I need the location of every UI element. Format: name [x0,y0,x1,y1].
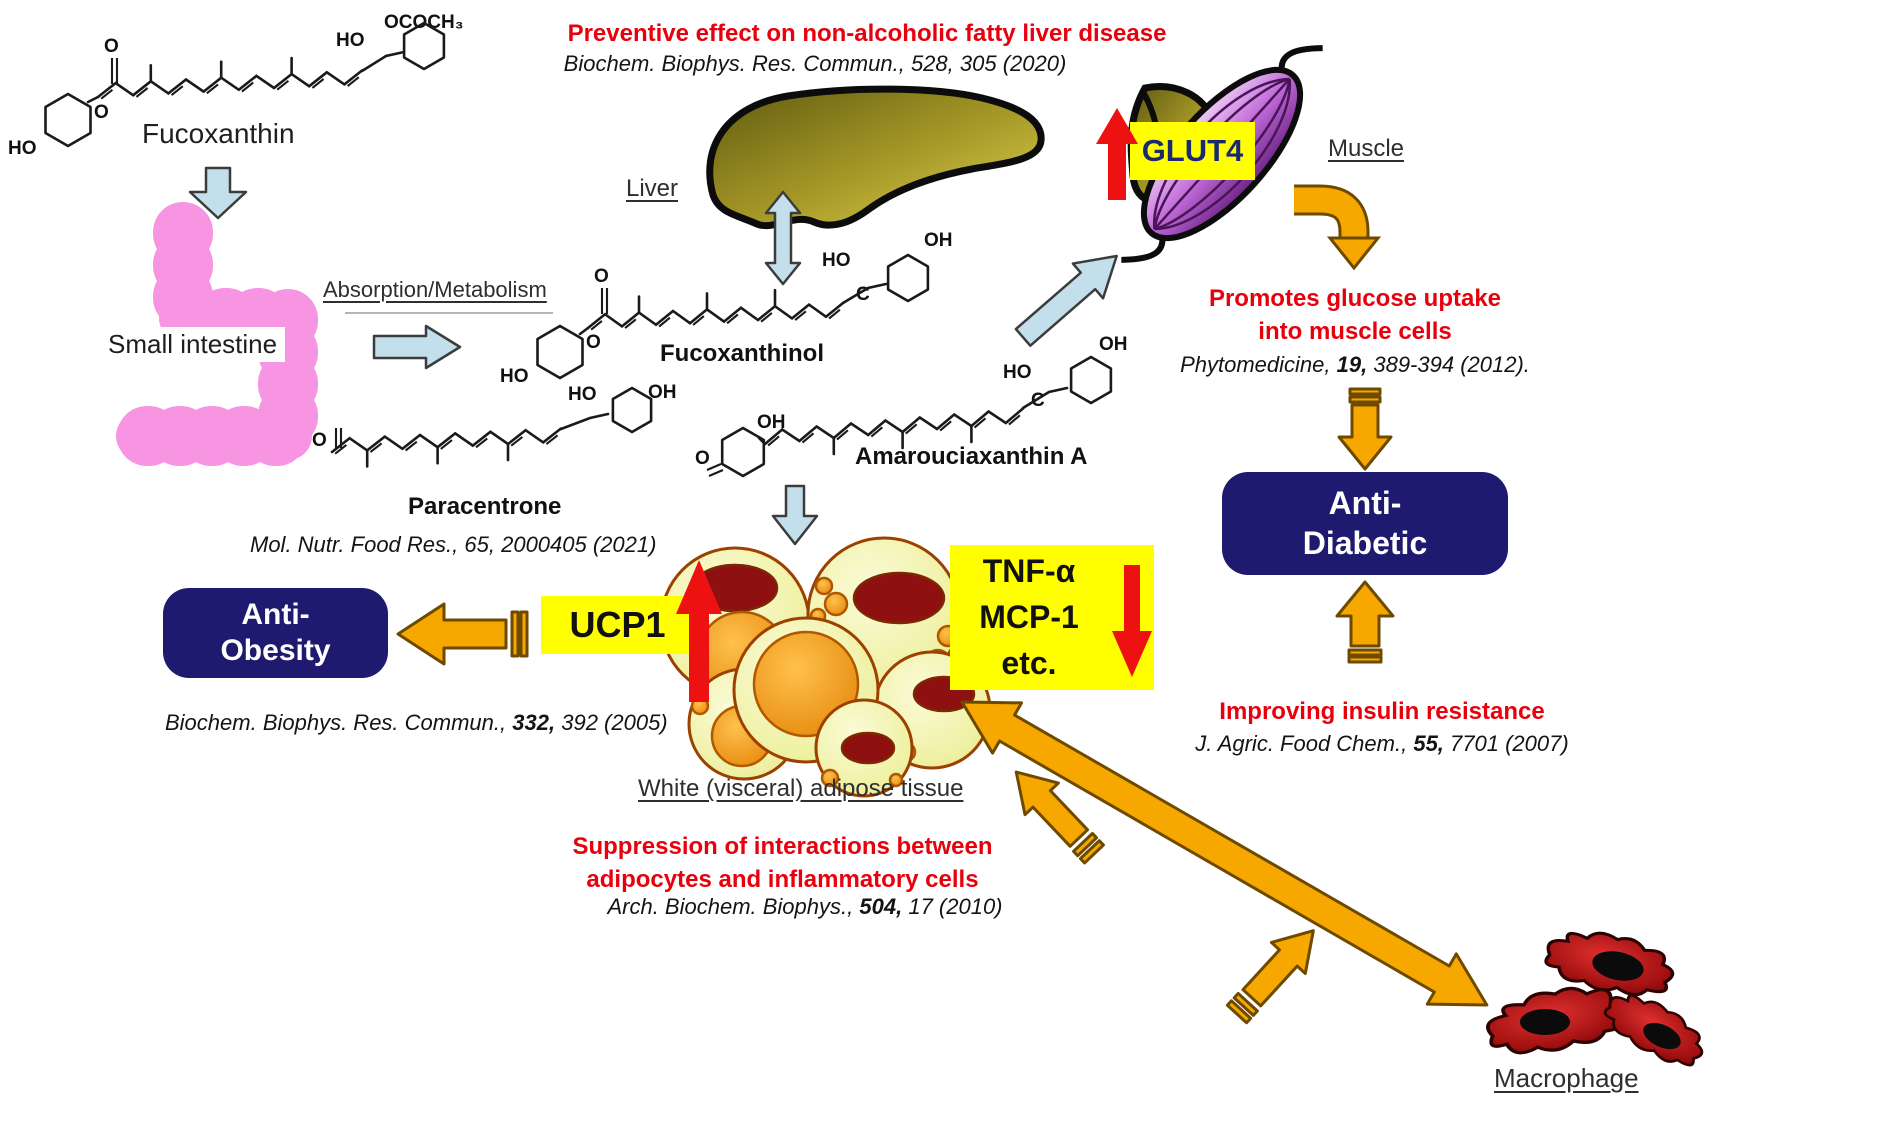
atom-c: C [856,284,870,305]
heading-nafld-effect: Preventive effect on non-alcoholic fatty… [567,20,1167,47]
atom-ho: HO [500,366,529,387]
atom-ho: HO [1003,362,1032,383]
label-liver: Liver [626,175,679,202]
citation-suppression-pages: 17 (2010) [908,894,1003,919]
citation-obesity-pages: 392 (2005) [561,710,668,735]
arrow-ucp1-to-antiobesity [396,602,529,666]
label-amarouciaxanthin: Amarouciaxanthin A [855,443,1088,470]
tnf-mcp1-box: TNF-α MCP-1 etc. [950,545,1154,690]
atom-oh: OH [924,230,953,251]
arrow-down-to-antidiabetic [1337,387,1393,471]
citation-paracentrone-journal: Mol. Nutr. Food Res., [250,532,459,557]
label-fucoxanthin: Fucoxanthin [142,118,295,149]
arrow-to-muscle-diagonal [1014,254,1118,347]
text-glucose-uptake-line1: Promotes glucose uptake [1208,285,1502,312]
atom-ococh3: OCOCH₃ [384,12,464,33]
citation-suppression-volume: 504, [859,894,903,919]
arrow-adipose-macrophage-double [960,700,1489,1007]
atom-ho: HO [336,30,365,51]
absorption-divider-line [345,312,553,314]
citation-nafld-pages: 305 (2020) [959,51,1067,76]
anti-obesity-line2: Obesity [220,634,331,667]
citation-nafld-journal: Biochem. Biophys. Res. Commun., [563,51,905,76]
citation-insulin-volume: 55, [1413,731,1444,756]
label-macrophage: Macrophage [1494,1063,1639,1093]
label-small-intestine: Small intestine [100,327,286,362]
macrophage-illustration [1481,921,1714,1078]
arrow-absorption-right [372,324,462,370]
mcp1-line: MCP-1 [979,599,1079,635]
anti-diabetic-box: Anti- Diabetic [1222,472,1508,575]
atom-oh: OH [757,412,786,433]
anti-obesity-box: Anti- Obesity [163,588,388,678]
arrow-up-to-antidiabetic [1335,580,1395,664]
citation-insulin: J. Agric. Food Chem., 55, 7701 (2007) [1192,731,1572,757]
citation-paracentrone: Mol. Nutr. Food Res., 65, 2000405 (2021) [250,532,656,558]
citation-glucose-journal: Phytomedicine, [1180,352,1331,377]
atom-ho: HO [568,384,597,405]
ucp1-box: UCP1 [541,596,694,654]
label-absorption-metabolism: Absorption/Metabolism [323,277,547,302]
citation-suppression: Arch. Biochem. Biophys., 504, 17 (2010) [560,894,1050,920]
citation-paracentrone-pages: 2000405 (2021) [501,532,657,557]
arrow-suppression-right [1225,929,1315,1025]
label-paracentrone: Paracentrone [408,493,562,520]
text-suppression-line2: adipocytes and inflammatory cells [586,866,979,893]
anti-diabetic-line1: Anti- [1328,485,1402,521]
paracentrone-structure: O HO OH [312,382,677,468]
glut4-box: GLUT4 [1130,122,1255,180]
atom-oh: OH [648,382,677,403]
citation-nafld-volume: 528, [910,51,954,76]
citation-obesity-volume: 332, [512,710,556,735]
citation-glucose-pages: 389-394 (2012). [1373,352,1530,377]
citation-paracentrone-volume: 65, [464,532,495,557]
tnf-line: TNF-α [982,553,1076,589]
text-suppression-line1: Suppression of interactions between [572,833,993,860]
anti-obesity-line1: Anti- [241,598,310,631]
citation-insulin-pages: 7701 (2007) [1450,731,1569,756]
atom-o: O [594,266,609,287]
atom-o: O [695,448,710,469]
text-insulin-resistance: Improving insulin resistance [1219,698,1545,725]
atom-ho: HO [8,138,37,159]
citation-insulin-journal: J. Agric. Food Chem., [1195,731,1408,756]
citation-suppression-journal: Arch. Biochem. Biophys., [607,894,854,919]
adipose-tissue-illustration [659,536,992,798]
label-white-adipose-tissue: White (visceral) adipose tissue [638,775,964,802]
label-muscle: Muscle [1328,135,1405,162]
arrow-muscle-down-curve [1294,184,1382,271]
atom-o: O [586,332,601,353]
text-glucose-uptake-line2: into muscle cells [1258,318,1452,345]
etc-line: etc. [1001,645,1057,681]
text-glucose-uptake: Promotes glucose uptake into muscle cell… [1165,282,1545,348]
atom-o: O [104,36,119,57]
label-fucoxanthinol: Fucoxanthinol [660,340,824,367]
citation-obesity: Biochem. Biophys. Res. Commun., 332, 392… [165,710,668,736]
arrow-fucoxanthin-to-intestine [188,166,248,220]
citation-glucose-volume: 19, [1336,352,1368,377]
citation-obesity-journal: Biochem. Biophys. Res. Commun., [165,710,507,735]
atom-c: C [1031,390,1045,411]
text-suppression: Suppression of interactions between adip… [545,830,1020,896]
atom-oh: OH [1099,334,1128,355]
atom-o: O [312,430,327,451]
citation-nafld: Biochem. Biophys. Res. Commun., 528, 305… [505,51,1125,77]
arrow-liver-fucoxanthinol-double [764,190,802,286]
citation-glucose: Phytomedicine, 19, 389-394 (2012). [1165,352,1545,378]
atom-o: O [94,102,109,123]
atom-ho: HO [822,250,851,271]
anti-diabetic-line2: Diabetic [1302,525,1428,561]
arrow-amarouciaxanthin-to-adipose [771,484,819,546]
